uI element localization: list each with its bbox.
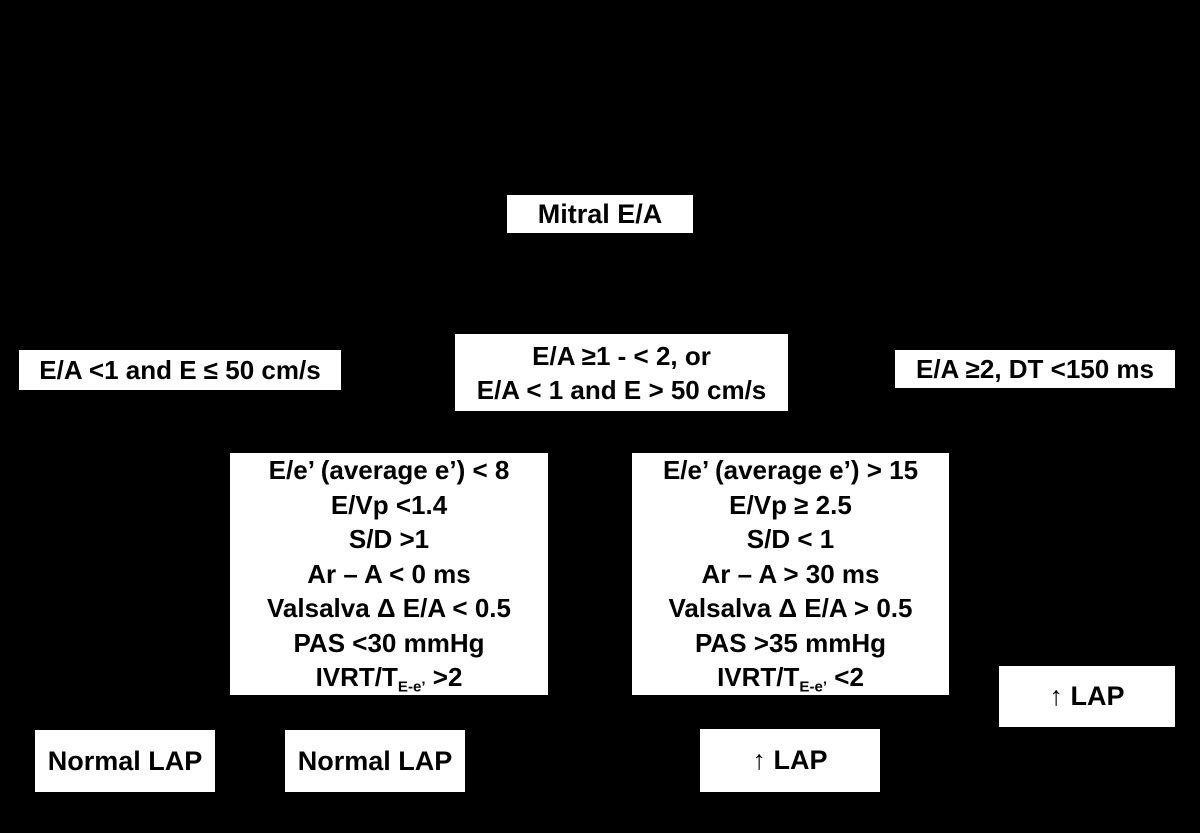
node-label: E/A <1 and E ≤ 50 cm/s — [39, 354, 321, 385]
criteria-line: Valsalva Δ E/A > 0.5 — [668, 593, 913, 624]
node-outcome-normal-lap-1: Normal LAP — [33, 728, 217, 794]
node-outcome-elevated-lap-bottom: ↑ LAP — [698, 727, 882, 794]
node-criteria-right: E/e’ (average e’) > 15 E/Vp ≥ 2.5 S/D < … — [630, 451, 951, 697]
node-branch-center: E/A ≥1 - < 2, or E/A < 1 and E > 50 cm/s — [453, 332, 790, 413]
node-label-line2: E/A < 1 and E > 50 cm/s — [476, 374, 767, 405]
criteria-line: E/e’ (average e’) < 8 — [268, 455, 510, 486]
ivrt-prefix: IVRT/T — [717, 662, 800, 693]
ivrt-subscript: E-e’ — [799, 678, 828, 696]
criteria-line: Ar – A < 0 ms — [307, 558, 471, 589]
criteria-line: S/D < 1 — [746, 524, 835, 555]
node-label-line1: E/A ≥1 - < 2, or — [532, 340, 711, 371]
node-label: Normal LAP — [47, 745, 203, 776]
criteria-line: Valsalva Δ E/A < 0.5 — [267, 593, 511, 624]
node-outcome-elevated-lap-right: ↑ LAP — [997, 664, 1177, 729]
ivrt-subscript: E-e’ — [397, 678, 426, 696]
criteria-line-subscript: IVRT/TE-e’ >2 — [316, 660, 463, 695]
criteria-line: PAS <30 mmHg — [293, 627, 485, 658]
criteria-line: E/Vp ≥ 2.5 — [729, 489, 852, 520]
ivrt-suffix: >2 — [425, 662, 463, 693]
node-label: ↑ LAP — [1049, 681, 1125, 711]
criteria-line: Ar – A > 30 ms — [701, 558, 880, 589]
ivrt-prefix: IVRT/T — [315, 662, 398, 693]
node-mitral-ea: Mitral E/A — [505, 193, 695, 235]
ivrt-suffix: <2 — [827, 662, 864, 693]
node-branch-right: E/A ≥2, DT <150 ms — [893, 348, 1177, 390]
criteria-line-subscript: IVRT/TE-e’ <2 — [717, 660, 864, 695]
node-criteria-left: E/e’ (average e’) < 8 E/Vp <1.4 S/D >1 A… — [228, 451, 550, 697]
criteria-line: E/e’ (average e’) > 15 — [662, 455, 919, 486]
criteria-line: S/D >1 — [348, 524, 430, 555]
criteria-line: E/Vp <1.4 — [330, 489, 448, 520]
node-label: ↑ LAP — [752, 745, 828, 775]
node-label: E/A ≥2, DT <150 ms — [915, 353, 1155, 384]
node-label: Mitral E/A — [537, 198, 663, 229]
node-branch-left: E/A <1 and E ≤ 50 cm/s — [17, 348, 343, 392]
node-label: Normal LAP — [297, 745, 453, 776]
node-outcome-normal-lap-2: Normal LAP — [283, 728, 467, 794]
criteria-line: PAS >35 mmHg — [695, 627, 886, 658]
